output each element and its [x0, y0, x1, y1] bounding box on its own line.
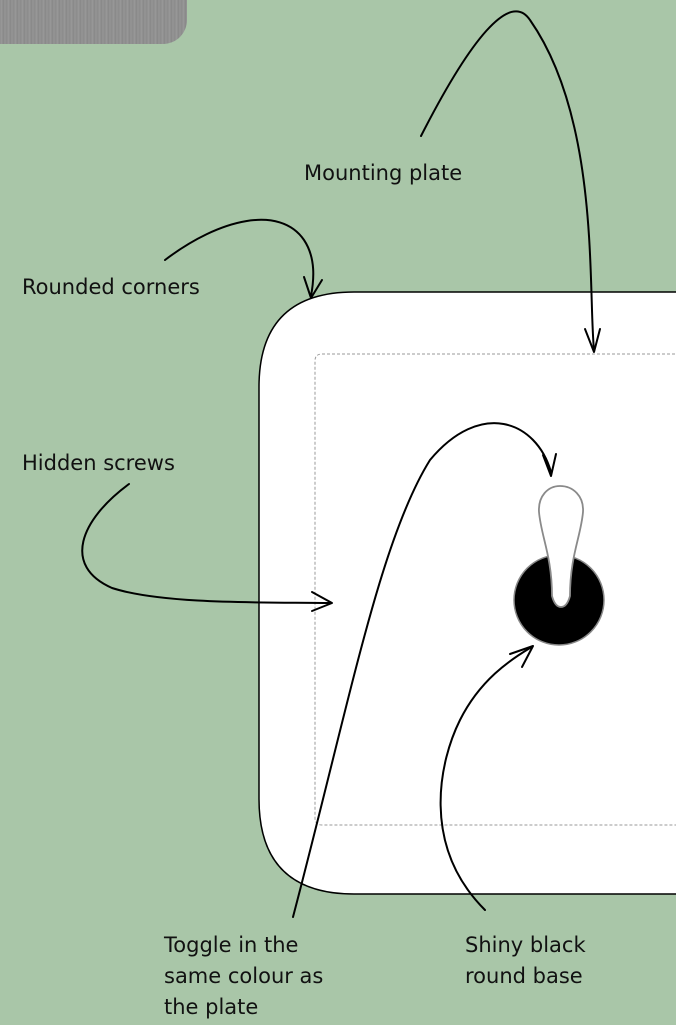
- toggle-arrowhead: [542, 453, 557, 477]
- rounded-corners-arrowhead: [303, 276, 323, 299]
- label-base-line-1: Shiny black: [465, 933, 586, 957]
- label-rounded-corners: Rounded corners: [22, 275, 200, 299]
- toggle-arrow: [292, 422, 552, 918]
- label-toggle-line-2: same colour as: [164, 964, 323, 988]
- label-base-line-2: round base: [465, 964, 583, 988]
- mounting-plate-arrowhead: [584, 328, 601, 353]
- rounded-corners-arrow: [164, 218, 315, 297]
- texture-swatch: [0, 0, 187, 44]
- hidden-screws-arrow: [81, 483, 331, 604]
- label-hidden-screws: Hidden screws: [22, 451, 175, 475]
- base-arrowhead: [509, 645, 534, 668]
- label-toggle-line-1: Toggle in the: [163, 933, 298, 957]
- inner-boundary: [314, 353, 676, 826]
- toggle-lever: [538, 485, 584, 608]
- hidden-screws-arrowhead: [311, 591, 333, 612]
- mounting-plate: [258, 291, 676, 895]
- label-mounting-plate: Mounting plate: [304, 161, 462, 185]
- mounting-plate-arrow: [420, 10, 595, 351]
- base-arrow: [439, 647, 531, 911]
- label-toggle-line-3: the plate: [164, 995, 258, 1019]
